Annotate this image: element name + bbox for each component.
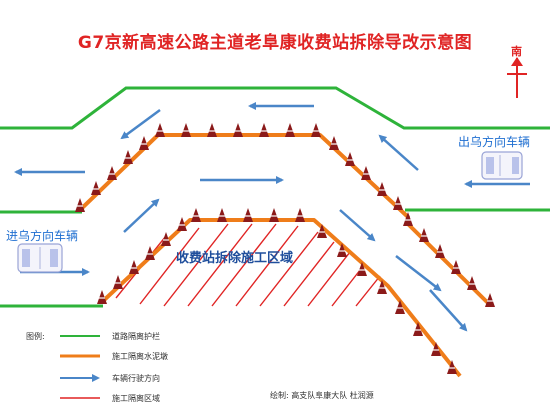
traffic-cone-icon [233,123,243,137]
barrier-lower [100,218,462,378]
traffic-cone-icon [129,260,139,274]
traffic-cone-icon [435,244,445,258]
traffic-cone-icon [259,123,269,137]
traffic-cone-icon [451,260,461,274]
traffic-cone-icon [467,276,477,290]
arrow-lower-right-slope [395,255,442,292]
legend-label-guardrail: 道路隔离护栏 [112,331,160,341]
traffic-cone-icon [75,198,85,212]
traffic-cone-icon [97,290,107,304]
arrow-middle-slope [123,198,160,233]
traffic-cone-icon [377,182,387,196]
outbound-label: 出乌方向车辆 [458,134,530,149]
traffic-cone-icon [217,208,227,222]
page-title: G7京新高速公路主道老阜康收费站拆除导改示意图 [77,33,473,53]
traffic-cone-icon [317,224,327,238]
compass-label: 南 [511,45,522,58]
legend: 图例: 道路隔离护栏 施工隔离水泥墩 车辆行驶方向 施工隔离区域 [26,331,168,403]
credit-text: 绘制: 高支队阜康大队 杜润源 [270,390,374,400]
traffic-cone-icon [145,246,155,260]
traffic-cone-icon [337,243,347,257]
traffic-cones [75,123,495,374]
compass-arrow-icon [507,57,527,98]
traffic-cone-icon [113,275,123,289]
arrow-middle-right-slope [339,209,376,242]
traffic-cone-icon [419,228,429,242]
legend-label-barrier: 施工隔离水泥墩 [112,351,168,361]
traffic-cone-icon [139,136,149,150]
traffic-cone-icon [191,208,201,222]
arrow-lower-right-slope-2 [429,289,468,332]
traffic-cone-icon [393,196,403,210]
guardrail-top [0,86,550,130]
traffic-cone-icon [91,181,101,195]
traffic-cone-icon [177,217,187,231]
legend-heading: 图例: [26,331,45,341]
traffic-cone-icon [357,262,367,276]
traffic-cone-icon [485,293,495,307]
inbound-vehicle-icon [17,243,63,273]
traffic-cone-icon [285,123,295,137]
arrow-upper-right-slope [378,134,419,171]
traffic-cone-icon [269,208,279,222]
legend-label-direction: 车辆行驶方向 [112,373,160,383]
traffic-cone-icon [345,152,355,166]
traffic-cone-icon [395,300,405,314]
traffic-cone-icon [329,136,339,150]
traffic-cone-icon [181,123,191,137]
guardrail-lines [0,86,550,308]
construction-zone-hatch [115,223,381,307]
outbound-vehicle-icon [481,151,523,180]
traffic-cone-icon [123,150,133,164]
traffic-cone-icon [107,166,117,180]
traffic-cone-icon [447,360,457,374]
arrow-upper-slope [120,108,161,140]
traffic-cone-icon [361,166,371,180]
zone-label: 收费站拆除施工区域 [176,250,293,266]
inbound-label: 进乌方向车辆 [6,228,78,243]
traffic-cone-icon [243,208,253,222]
traffic-cone-icon [207,123,217,137]
barrier-right [406,222,492,307]
traffic-cone-icon [155,123,165,137]
traffic-cone-icon [377,280,387,294]
traffic-cone-icon [403,212,413,226]
traffic-cone-icon [295,208,305,222]
traffic-cone-icon [431,342,441,356]
traffic-cone-icon [413,322,423,336]
traffic-cone-icon [161,232,171,246]
legend-label-zone: 施工隔离区域 [112,393,160,403]
traffic-cone-icon [311,123,321,137]
